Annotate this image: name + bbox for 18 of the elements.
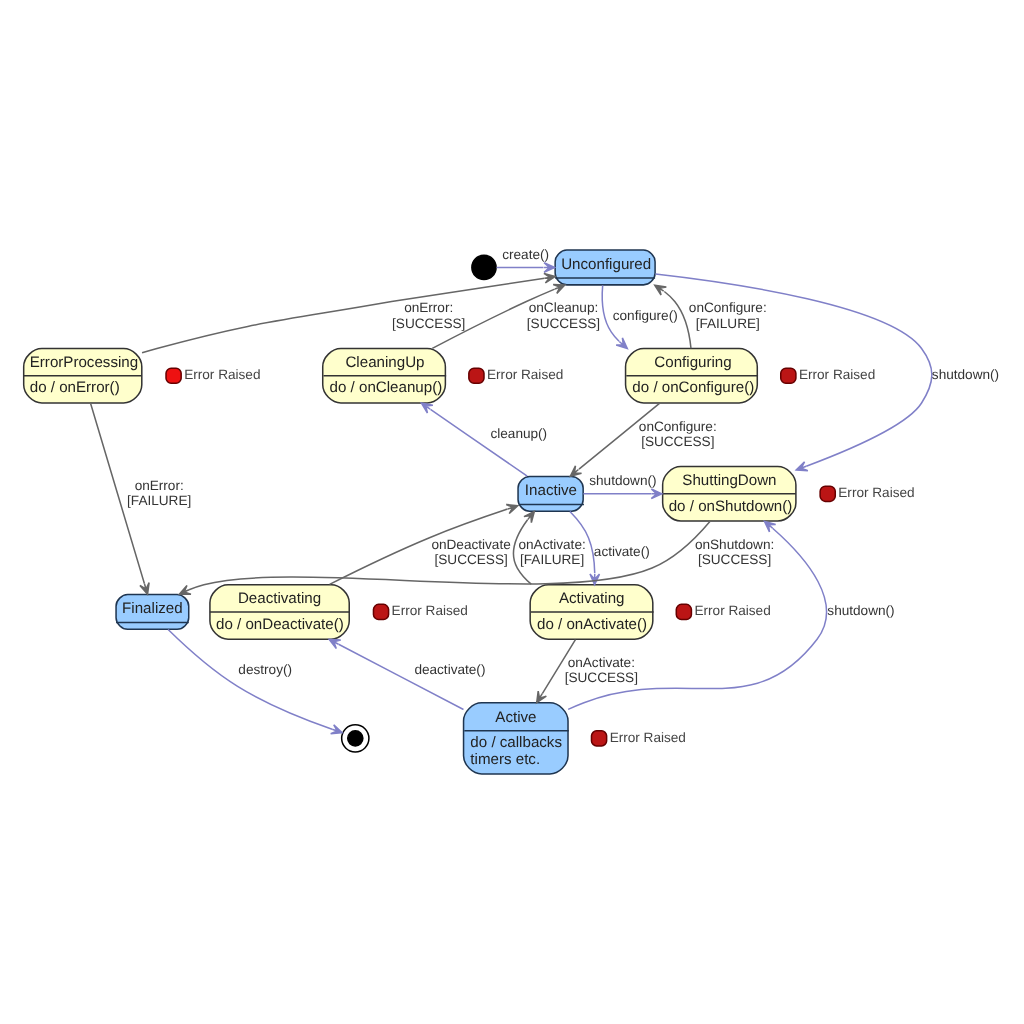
arrow xyxy=(141,272,556,354)
arrow xyxy=(328,503,519,586)
arrow xyxy=(582,488,663,500)
node-circle xyxy=(471,254,497,281)
arrow xyxy=(178,520,711,595)
arrow xyxy=(167,628,343,735)
arrow xyxy=(89,402,150,595)
arrow xyxy=(420,402,528,477)
arrow xyxy=(569,402,661,477)
arrow xyxy=(654,284,692,349)
arrow xyxy=(535,638,577,704)
arrow xyxy=(601,284,629,350)
arrow xyxy=(567,520,828,711)
node-circle xyxy=(340,723,370,753)
arrow xyxy=(495,261,556,273)
arrow xyxy=(431,283,566,350)
arrow xyxy=(328,638,465,711)
arrow xyxy=(512,510,536,585)
